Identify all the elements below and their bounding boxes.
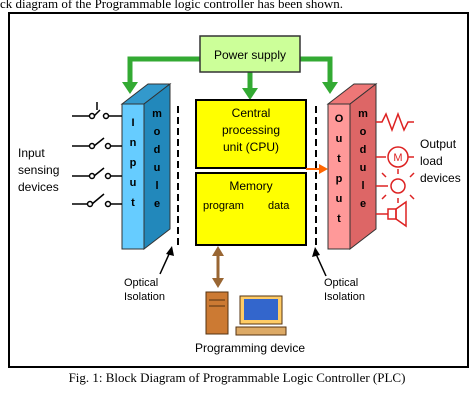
output-letter: u <box>336 133 343 145</box>
programming-device-label: Programming device <box>195 341 305 355</box>
heater-icon <box>376 111 414 133</box>
output-letter2: e <box>360 198 366 210</box>
power-supply-box: Power supply <box>199 35 301 73</box>
plc-diagram: Power supply I n p u t m o d u l e O u t… <box>18 35 461 355</box>
computer-icon <box>205 291 287 336</box>
svg-text:Optical: Optical <box>324 277 358 289</box>
cpu-label-1: Central <box>232 106 271 120</box>
svg-text:Input: Input <box>18 146 45 160</box>
svg-text:sensing: sensing <box>18 163 59 177</box>
input-letter: t <box>131 197 135 209</box>
output-letter: t <box>337 213 341 225</box>
power-supply-label: Power supply <box>214 48 286 62</box>
output-letter: t <box>337 153 341 165</box>
cpu-output-arrow <box>306 164 328 174</box>
cpu-box: Central processing unit (CPU) <box>195 99 307 169</box>
output-letter2: l <box>361 180 364 192</box>
output-letter2: m <box>358 108 368 120</box>
toggle-switch-1 <box>72 137 122 150</box>
output-letter: u <box>336 193 343 205</box>
diagram-frame: Power supply I n p u t m o d u l e O u t… <box>8 12 469 368</box>
programming-link-arrow <box>212 246 224 288</box>
optical-isolation-left: Optical Isolation <box>124 246 174 303</box>
input-switches <box>72 102 122 208</box>
input-module: I n p u t m o d u l e <box>120 82 172 251</box>
horn-icon <box>376 200 407 228</box>
memory-box: Memory program data <box>195 172 307 246</box>
input-letter2: u <box>154 162 161 174</box>
figure-caption: Fig. 1: Block Diagram of Programmable Lo… <box>68 370 406 385</box>
memory-label: Memory <box>229 179 272 193</box>
input-letter2: l <box>155 180 158 192</box>
output-letter2: o <box>360 126 367 138</box>
svg-text:devices: devices <box>420 171 461 185</box>
cpu-label-2: processing <box>222 123 280 137</box>
program-label: program <box>203 200 244 212</box>
push-button-switch <box>72 102 122 120</box>
input-devices-label: Input sensing devices <box>18 146 59 194</box>
input-letter2: o <box>154 126 161 138</box>
output-devices: M <box>376 111 415 228</box>
toggle-switch-2 <box>72 167 122 180</box>
input-letter: u <box>130 177 137 189</box>
svg-text:load: load <box>420 154 443 168</box>
input-letter2: d <box>154 144 161 156</box>
output-letter2: d <box>360 144 367 156</box>
output-letter: O <box>335 113 344 125</box>
header-text: ck diagram of the Programmable logic con… <box>0 0 343 11</box>
input-letter: n <box>130 137 137 149</box>
motor-letter: M <box>393 152 402 164</box>
limit-switch <box>72 193 122 208</box>
cpu-label-3: unit (CPU) <box>223 140 279 154</box>
output-module: O u t p u t m o d u l e <box>326 82 378 251</box>
input-letter: p <box>130 157 137 169</box>
input-letter: I <box>131 117 134 129</box>
svg-text:Isolation: Isolation <box>324 291 365 303</box>
output-letter2: u <box>360 162 367 174</box>
lamp-icon <box>376 169 415 203</box>
power-wires <box>122 56 338 100</box>
svg-text:Output: Output <box>420 137 457 151</box>
output-devices-label: Output load devices <box>420 137 461 185</box>
optical-isolation-right: Optical Isolation <box>312 247 365 303</box>
output-letter: p <box>336 173 343 185</box>
svg-text:Optical: Optical <box>124 277 158 289</box>
svg-text:Isolation: Isolation <box>124 291 165 303</box>
data-label: data <box>268 200 290 212</box>
input-letter2: e <box>154 198 160 210</box>
input-letter2: m <box>152 108 162 120</box>
svg-text:devices: devices <box>18 180 59 194</box>
